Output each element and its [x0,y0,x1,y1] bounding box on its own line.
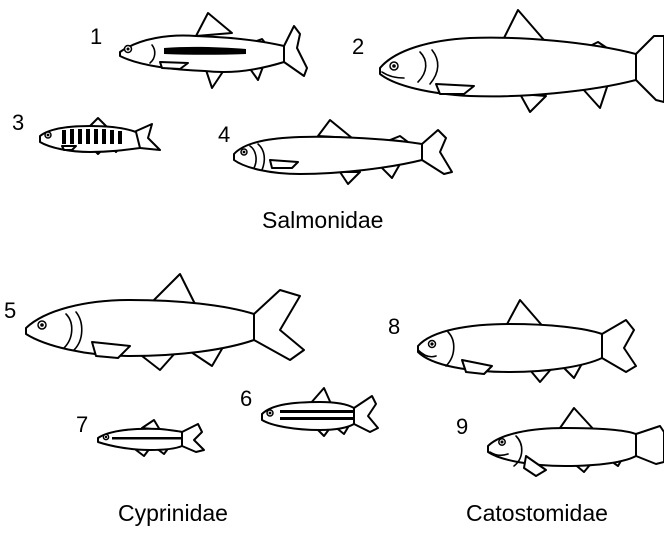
family-label-catostomidae: Catostomidae [466,500,608,526]
fish-label-8: 8 [388,314,400,339]
fish-7-cyprinid [98,420,204,456]
family-label-cyprinidae: Cyprinidae [118,500,228,526]
fish-label-5: 5 [4,298,16,323]
fish-4-salmonid [234,120,452,184]
fish-3-salmonid [40,118,160,154]
fish-label-3: 3 [12,110,24,135]
family-label-salmonidae: Salmonidae [262,207,383,233]
fish-label-7: 7 [76,412,88,437]
fish-6-cyprinid [262,388,378,436]
fish-2-salmonid [380,10,664,112]
fish-8-catostomid [418,300,636,382]
fish-label-1: 1 [90,24,102,49]
fish-label-9: 9 [456,414,468,439]
fish-1-salmonid [120,13,307,88]
fish-9-catostomid [488,408,664,476]
fish-label-2: 2 [352,34,364,59]
fish-label-4: 4 [218,122,230,147]
fish-5-cyprinid [26,274,304,370]
fish-label-6: 6 [240,386,252,411]
